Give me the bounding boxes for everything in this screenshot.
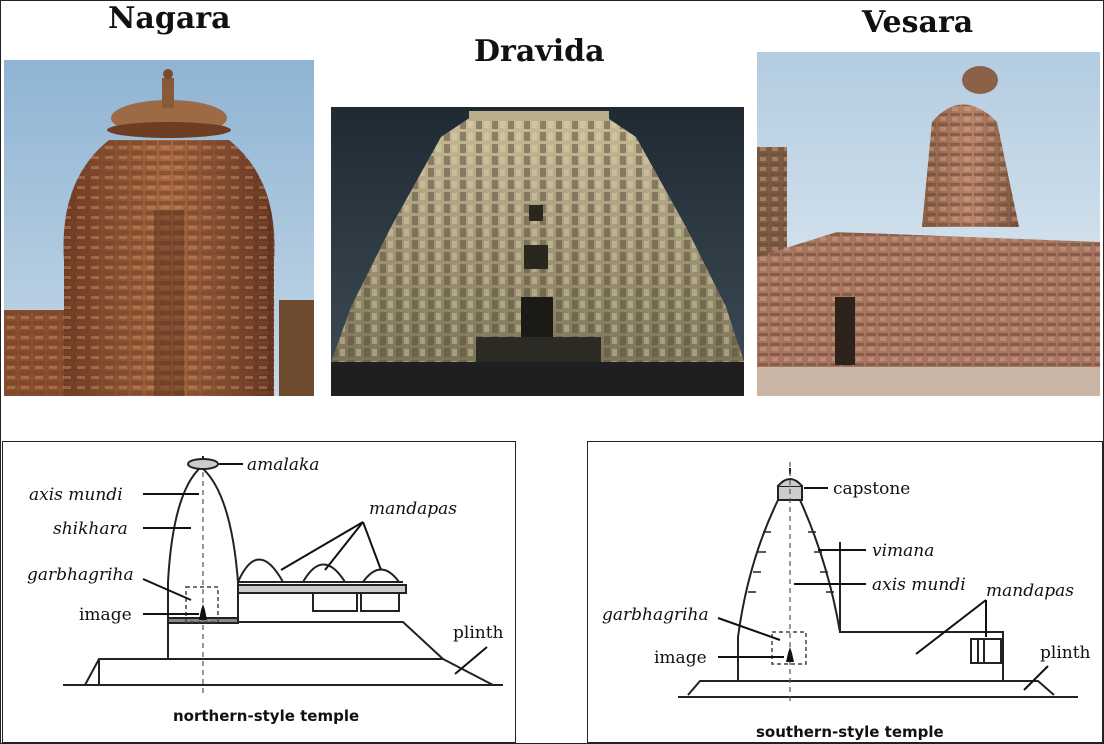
label-axis-mundi-north: axis mundi [29,485,123,505]
label-garbhagriha-north: garbhagriha [27,565,134,585]
label-axis-mundi-south: axis mundi [872,575,966,595]
label-mandapas-north: mandapas [369,499,457,519]
southern-style-diagram: capstone vimana axis mundi mandapas garb… [587,441,1103,743]
northern-diagram-drawing: amalaka axis mundi shikhara mandapas gar… [27,455,504,725]
heading-vesara: Vesara [862,5,974,40]
caption-southern: southern-style temple [756,723,944,741]
label-amalaka: amalaka [247,455,319,475]
heading-nagara: Nagara [108,1,231,36]
nagara-temple-photo [4,60,314,396]
label-image-south: image [654,648,707,668]
caption-northern: northern-style temple [173,707,359,725]
heading-dravida: Dravida [474,34,605,69]
northern-style-diagram: amalaka axis mundi shikhara mandapas gar… [2,441,516,743]
label-vimana: vimana [872,541,934,561]
label-image-north: image [79,605,132,625]
label-capstone: capstone [833,479,910,499]
label-plinth-south: plinth [1040,643,1091,663]
dravida-temple-photo [331,107,744,396]
label-mandapas-south: mandapas [986,581,1074,601]
southern-diagram-drawing: capstone vimana axis mundi mandapas garb… [602,462,1091,741]
label-plinth-north: plinth [453,623,504,643]
vesara-temple-photo [757,52,1100,396]
label-garbhagriha-south: garbhagriha [602,605,709,625]
label-shikhara: shikhara [53,519,128,539]
